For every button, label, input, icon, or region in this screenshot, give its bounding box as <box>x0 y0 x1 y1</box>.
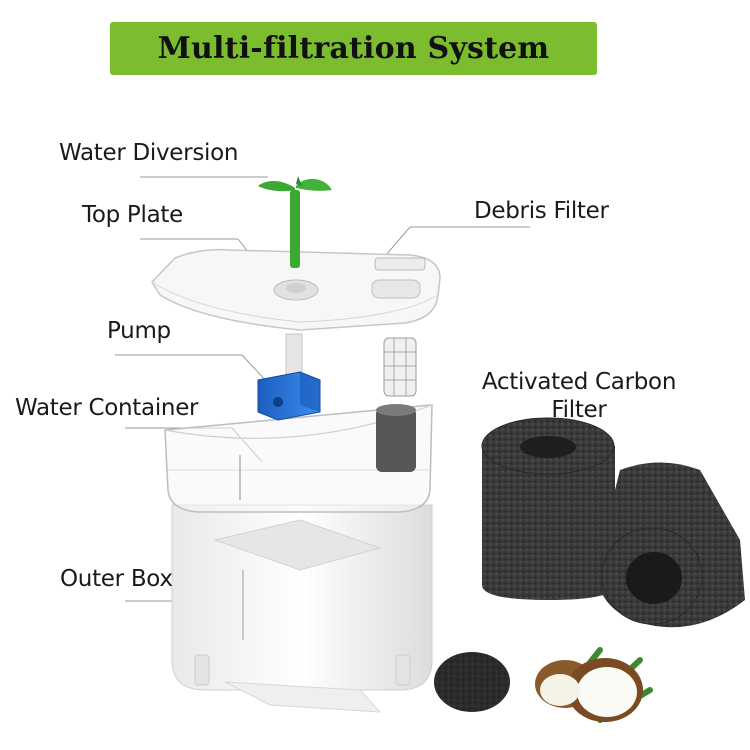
label-activated-carbon-line1: Activated Carbon <box>481 369 677 395</box>
banner-title: Multi-filtration System <box>157 31 550 66</box>
label-pump: Pump <box>107 318 171 344</box>
label-debris-filter: Debris Filter <box>474 198 609 224</box>
debris-filter-mesh <box>383 337 417 397</box>
label-water-container: Water Container <box>15 395 199 421</box>
carbon-sponge-left <box>481 417 615 600</box>
coconut <box>535 647 653 723</box>
label-outer-box: Outer Box <box>60 566 173 592</box>
top-plate <box>151 248 441 331</box>
carbon-sponge-right <box>595 462 745 628</box>
label-top-plate: Top Plate <box>82 202 183 228</box>
title-banner: Multi-filtration System <box>110 22 597 75</box>
label-activated-carbon-line2: Filter <box>551 397 607 423</box>
water-diversion <box>258 176 332 268</box>
label-water-diversion: Water Diversion <box>59 140 239 166</box>
label-activated-carbon-filter: Activated Carbon Filter <box>474 368 684 424</box>
carbon-cartridge <box>376 404 416 472</box>
granular-carbon <box>434 652 510 712</box>
pump <box>257 333 321 421</box>
